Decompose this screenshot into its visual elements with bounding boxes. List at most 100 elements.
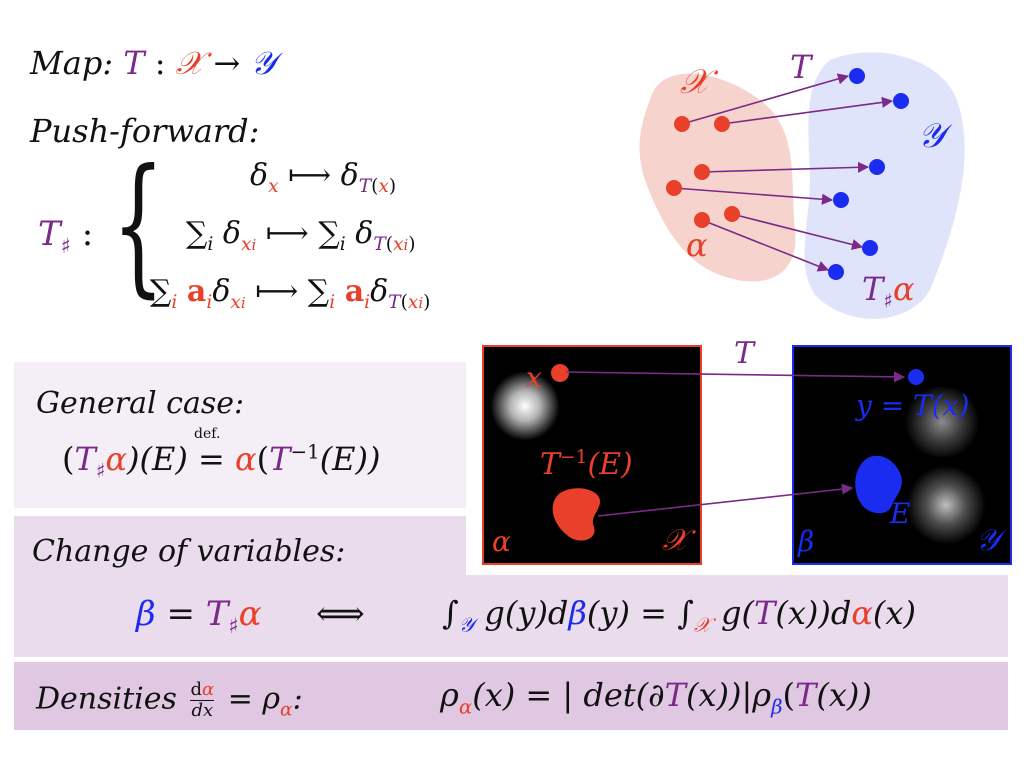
source-dot bbox=[724, 206, 740, 222]
source-point bbox=[551, 364, 569, 382]
source-dot bbox=[666, 180, 682, 196]
target-dot bbox=[828, 264, 844, 280]
row3-rhs-x-i: i bbox=[418, 294, 424, 312]
target-blob bbox=[804, 52, 965, 319]
pushforward-colon: : bbox=[81, 214, 94, 254]
change-of-variables-box-top bbox=[14, 516, 466, 576]
general-case-label: General case: bbox=[36, 386, 245, 421]
change-of-variables-rhs: ∫𝒴 g(y)dβ(y) = ∫𝒳 g(T(x))dα(x) bbox=[442, 594, 916, 636]
cov-eq: = bbox=[166, 594, 195, 634]
row2-rhs-T: T bbox=[373, 234, 386, 255]
row3-x: x bbox=[230, 292, 241, 313]
pushforward-row-2: ∑i δxi ⟼ ∑i δT(xi) bbox=[186, 216, 416, 255]
target-dot bbox=[849, 68, 865, 84]
row2-rhs-open: ( bbox=[385, 234, 394, 255]
change-of-variables-label: Change of variables: bbox=[32, 534, 346, 569]
diagram-X-label: 𝒳 bbox=[680, 62, 710, 102]
row3-sum-i: i bbox=[171, 292, 178, 313]
diagram-pushforward-label: T♯α bbox=[862, 270, 915, 312]
row2-rhs-x-i: i bbox=[403, 236, 409, 254]
df-open: ( bbox=[782, 676, 796, 714]
diagram-pf-sharp: ♯ bbox=[883, 289, 893, 313]
row3-rhs-a: a bbox=[344, 274, 365, 309]
cov-beta: β bbox=[136, 594, 156, 634]
densities-rho-sub: α bbox=[280, 699, 293, 721]
cov-T: T bbox=[205, 594, 229, 634]
row3-rhs-x: x bbox=[407, 292, 419, 313]
map-line: Map: T : 𝒳 → 𝒴 bbox=[30, 44, 276, 83]
change-of-variables-lhs: β = T♯α bbox=[136, 594, 262, 638]
pushforward-row-1: δx ⟼ δT(x) bbox=[250, 158, 396, 197]
diagram-T-label: T bbox=[790, 48, 812, 86]
row3-a: a bbox=[186, 274, 207, 309]
df-rho2: ρ bbox=[752, 676, 772, 714]
frame-left-T: T bbox=[540, 447, 561, 482]
pushforward-sharp: ♯ bbox=[60, 232, 71, 258]
gc-sharp: ♯ bbox=[95, 459, 106, 483]
row1-rhs-open: ( bbox=[371, 176, 379, 197]
general-case-box bbox=[14, 362, 466, 508]
source-set bbox=[552, 488, 601, 541]
row3-rhs-sum: ∑ bbox=[307, 274, 330, 309]
target-density-blur-2 bbox=[906, 465, 986, 545]
row2-rhs-delta: δ bbox=[355, 216, 374, 251]
cov-T2: T bbox=[753, 594, 776, 632]
row3-x-i: i bbox=[240, 294, 246, 312]
map-label: Map: bbox=[30, 44, 114, 82]
frame-right-Y: 𝒴 bbox=[976, 523, 1000, 558]
densities-frac-alpha: α bbox=[202, 679, 215, 700]
target-dot bbox=[893, 93, 909, 109]
row2-x-i: i bbox=[251, 236, 257, 254]
pushforward-operator: T♯ : bbox=[38, 214, 93, 258]
diagram-pf-T: T bbox=[862, 270, 884, 308]
source-dot bbox=[694, 164, 710, 180]
row1-rhs-x: x bbox=[378, 176, 389, 197]
row2-rhs-sum: ∑ bbox=[318, 216, 340, 251]
cov-beta2: β bbox=[568, 594, 587, 632]
gc-Tinv: T bbox=[269, 440, 291, 478]
cov-alpha: α bbox=[238, 594, 262, 634]
pushforward-brace: { bbox=[112, 138, 165, 312]
gc-inv: −1 bbox=[290, 440, 320, 464]
gc-T: T bbox=[74, 440, 96, 478]
row2-delta: δ bbox=[222, 216, 241, 251]
row1-delta: δ bbox=[250, 158, 269, 193]
set-map-arrow bbox=[597, 483, 854, 517]
source-dot bbox=[674, 116, 690, 132]
gc-alpha: α bbox=[105, 440, 128, 478]
gc-close: )(E) bbox=[127, 440, 188, 478]
gc-def: def. bbox=[194, 426, 221, 442]
cov-int2: ∫ bbox=[677, 594, 694, 632]
gc-open: ( bbox=[62, 440, 75, 478]
row3-rhs-T: T bbox=[388, 292, 401, 313]
row3-sum: ∑ bbox=[150, 274, 172, 309]
row3-maps: ⟼ bbox=[255, 274, 299, 309]
densities-fraction: dα dx bbox=[190, 679, 215, 721]
change-of-variables-iff: ⟺ bbox=[316, 594, 365, 634]
pushforward-label: Push-forward: bbox=[30, 112, 260, 150]
gc-rest2: (E)) bbox=[319, 440, 381, 478]
gc-rest1: ( bbox=[256, 440, 270, 478]
cov-g2: g( bbox=[721, 594, 754, 632]
arrow-4 bbox=[673, 187, 834, 205]
frame-right-beta: β bbox=[798, 525, 815, 558]
densities-formula: ρα(x) = | det(∂T(x))|ρβ(T(x)) bbox=[440, 676, 872, 718]
row2-sum-i: i bbox=[207, 234, 214, 255]
row2-rhs-close: ) bbox=[408, 234, 416, 255]
source-density-blur bbox=[490, 371, 560, 441]
df-T: T bbox=[664, 676, 686, 714]
arrow-3 bbox=[701, 161, 870, 173]
pushforward-diagram bbox=[639, 52, 965, 319]
row1-rhs-delta: δ bbox=[340, 158, 359, 193]
map-Y: 𝒴 bbox=[250, 44, 276, 82]
row2-rhs-sum-i: i bbox=[339, 234, 346, 255]
target-dot bbox=[869, 159, 885, 175]
change-of-variables-box bbox=[14, 575, 1008, 657]
densities-eq: = bbox=[227, 681, 253, 717]
frame-right-E: E bbox=[890, 497, 911, 530]
cov-sharp: ♯ bbox=[228, 612, 239, 638]
df-mid2: (x))| bbox=[685, 676, 753, 714]
row2-x: x bbox=[240, 234, 252, 255]
cov-int2-sub: 𝒳 bbox=[693, 613, 711, 637]
